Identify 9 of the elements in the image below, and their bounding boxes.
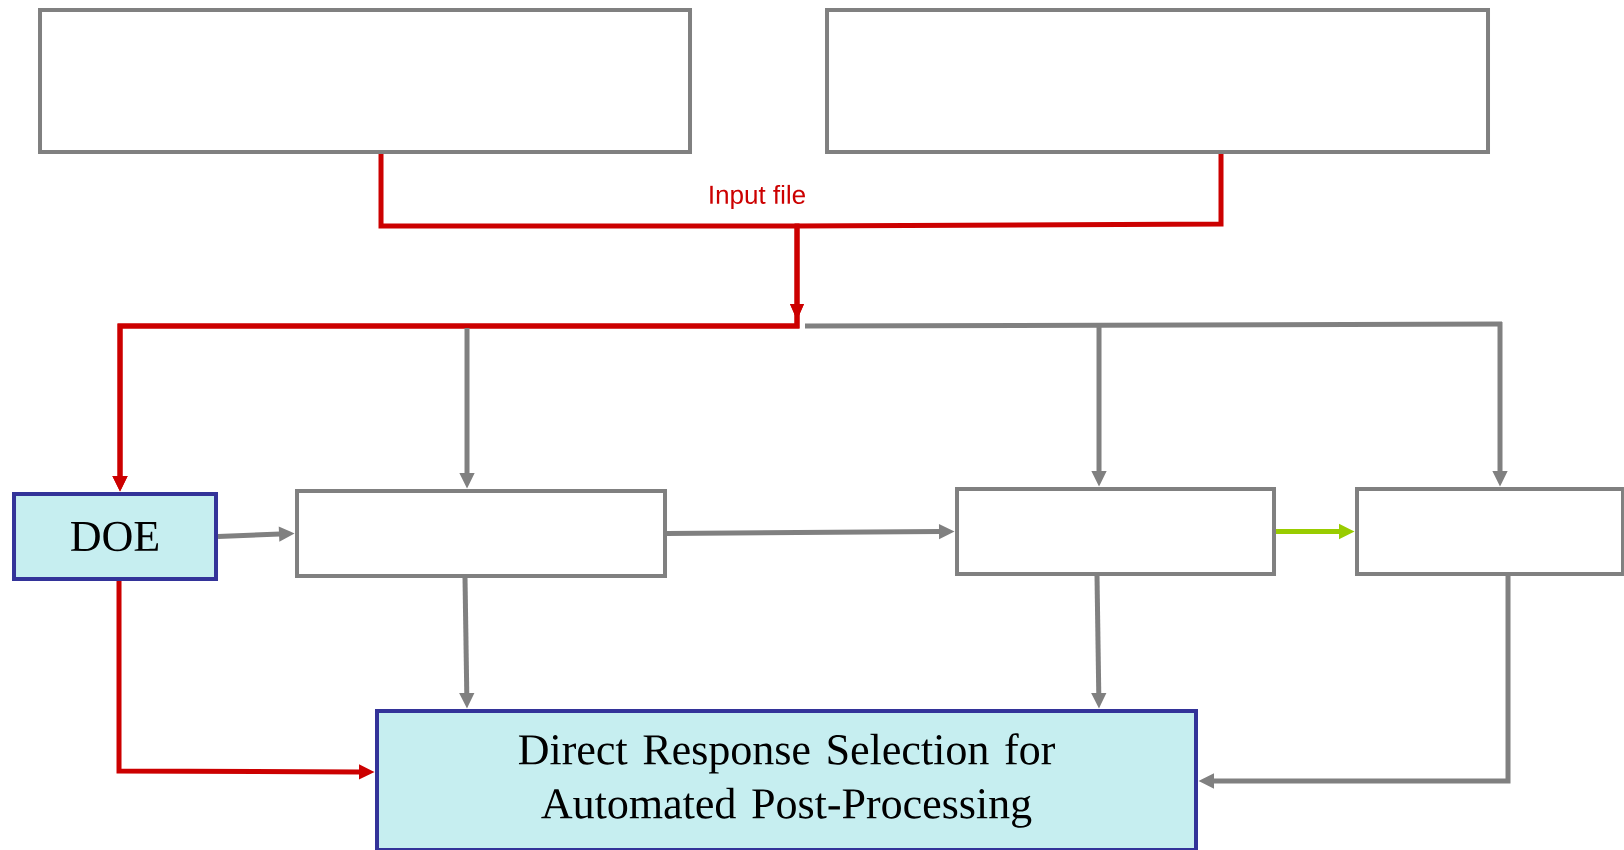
empty-box [825,8,1490,154]
process-box: Direct Response Selection for Automated Post-Processing [375,709,1198,850]
empty-box [295,489,667,578]
process-box: DOE [12,492,218,581]
edge-label: Input file [705,182,809,212]
empty-box [38,8,692,154]
empty-box [1355,487,1624,576]
connector [805,321,1502,329]
empty-box [955,487,1276,576]
